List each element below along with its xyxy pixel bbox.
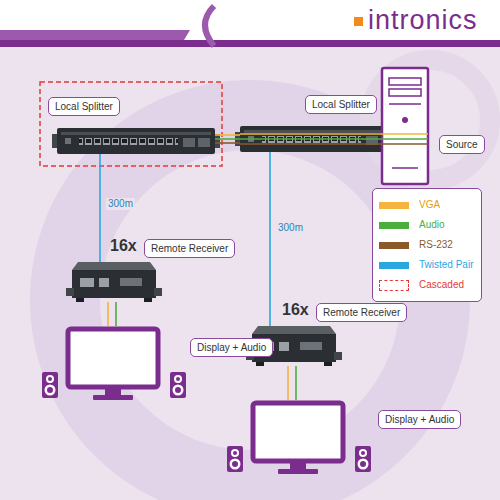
- cable-line: [99, 154, 101, 262]
- brand-logo: intronics: [368, 4, 478, 36]
- legend-text: RS-232: [419, 239, 453, 251]
- cable-connector: [288, 366, 296, 400]
- cable-connector: [215, 135, 240, 143]
- cable-line: [240, 133, 428, 135]
- legend-row: VGA: [379, 195, 475, 215]
- shape-use: [227, 446, 243, 472]
- header-accent: [205, 6, 214, 46]
- cable-line: [295, 366, 297, 400]
- shape-use: [253, 403, 343, 474]
- cable-line: [240, 143, 428, 145]
- legend-row: Twisted Pair: [379, 255, 475, 275]
- source-node: Source: [382, 68, 428, 184]
- splitter-node: Local Splitter: [240, 126, 398, 152]
- cable-connector: [100, 154, 101, 262]
- dashed-sample: [379, 280, 409, 291]
- shape-rect: [382, 68, 428, 184]
- receiver-node: 16xRemote Receiver: [72, 262, 156, 302]
- shape-rect: [389, 89, 421, 96]
- device-label: Display + Audio: [190, 338, 273, 357]
- shape-use: [68, 329, 158, 400]
- cable-connector: [240, 134, 428, 144]
- legend-swatch: [379, 262, 409, 269]
- cable-connector: [108, 302, 116, 326]
- legend-row: Audio: [379, 215, 475, 235]
- cable-line: [269, 152, 271, 326]
- shape-circle: [402, 117, 408, 123]
- shape-use: [42, 372, 58, 398]
- cable-line: [287, 366, 289, 400]
- logo-square: [354, 17, 363, 26]
- shape-line: [392, 167, 418, 169]
- shape-use: [52, 128, 220, 154]
- legend-swatch: [379, 242, 409, 249]
- legend-row: Cascaded: [379, 275, 475, 295]
- cable-line: [215, 142, 240, 144]
- distance-label: 300m: [276, 222, 305, 234]
- header-accent: [0, 30, 190, 40]
- legend-text: VGA: [419, 199, 440, 211]
- device-label: Remote Receiver: [316, 303, 407, 322]
- header-stripe: [0, 40, 500, 47]
- display-node: Display + Audio: [40, 326, 188, 400]
- cable-line: [115, 302, 117, 326]
- shape-use: [66, 262, 162, 302]
- display-node: Display + Audio: [225, 400, 373, 474]
- shape-rect: [389, 78, 421, 85]
- count-label: 16x: [110, 237, 137, 255]
- legend-text: Twisted Pair: [419, 259, 473, 271]
- legend-swatch: [379, 202, 409, 209]
- pc-tower: [382, 68, 428, 184]
- device-label: Remote Receiver: [144, 239, 235, 258]
- legend-box: VGA AudioRS-232Twisted PairCascaded: [372, 188, 482, 302]
- cable-line: [215, 138, 240, 140]
- cable-line: [215, 134, 240, 136]
- legend-text: Audio: [419, 219, 445, 231]
- legend-text: Cascaded: [419, 279, 464, 291]
- device-label: Source: [439, 135, 485, 154]
- shape-use: [170, 372, 186, 398]
- cable-line: [240, 138, 428, 140]
- device-label: Display + Audio: [378, 410, 461, 429]
- shape-line: [389, 103, 421, 105]
- shape-use: [355, 446, 371, 472]
- legend-swatch: [379, 222, 409, 229]
- cascade-outline: [40, 82, 222, 166]
- cable-connector: [270, 152, 271, 326]
- device-label: Local Splitter: [48, 97, 120, 116]
- legend-row: RS-232: [379, 235, 475, 255]
- distance-label: 300m: [106, 198, 135, 210]
- count-label: 16x: [282, 301, 309, 319]
- cable-line: [107, 302, 109, 326]
- splitter-node: Local Splitter: [57, 128, 215, 154]
- device-label: Local Splitter: [305, 95, 377, 114]
- header-band: [0, 0, 500, 40]
